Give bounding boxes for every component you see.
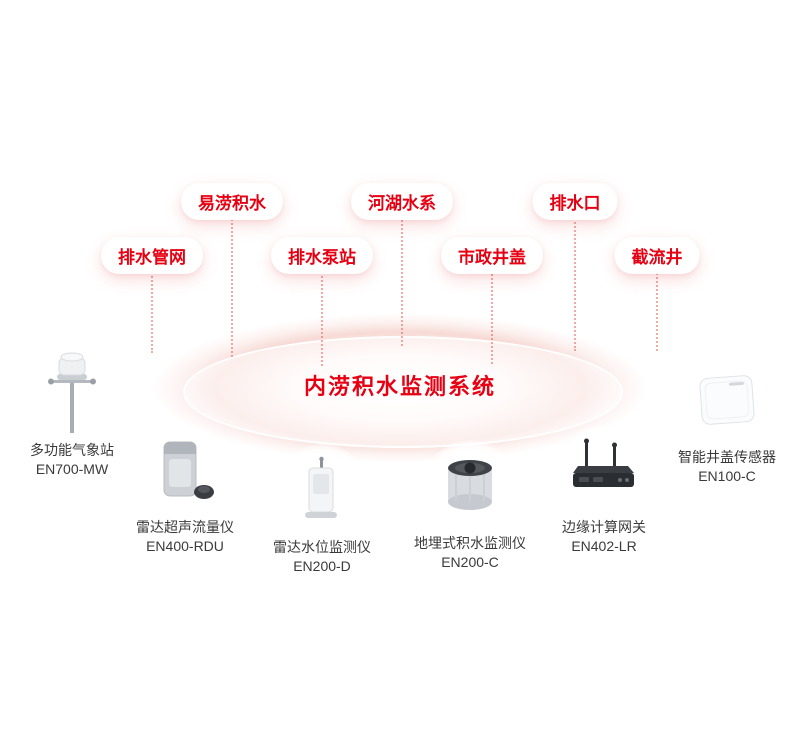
device-weather-station: 多功能气象站 EN700-MW: [0, 347, 147, 479]
device-manhole-sensor: 智能井盖传感器 EN100-C: [652, 354, 800, 486]
device-buried-monitor: 地埋式积水监测仪 EN200-C: [395, 440, 545, 572]
device-name: 雷达超声流量仪: [136, 519, 234, 535]
center-ellipse-ring: [183, 336, 623, 448]
device-name: 边缘计算网关: [562, 519, 646, 535]
category-pill-flood-prone-water: 易涝积水: [181, 183, 283, 220]
device-name: 地埋式积水监测仪: [414, 535, 526, 551]
device-model: EN100-C: [698, 468, 756, 484]
connector-dotted-line: [574, 215, 576, 351]
connector-dotted-line: [401, 215, 403, 346]
device-model: EN200-D: [293, 558, 351, 574]
category-pill-river-lake: 河湖水系: [351, 183, 453, 220]
connector-dotted-line: [491, 269, 493, 364]
connector-dotted-line: [656, 269, 658, 351]
device-model: EN200-C: [441, 554, 499, 570]
device-model: EN400-RDU: [146, 538, 224, 554]
device-model: EN402-LR: [571, 538, 637, 554]
device-name: 雷达水位监测仪: [273, 539, 371, 555]
connector-dotted-line: [321, 269, 323, 366]
flow-meter-icon: [138, 424, 232, 518]
device-water-level-meter: 雷达水位监测仪 EN200-D: [247, 444, 397, 576]
manhole-sensor-icon: [680, 354, 774, 448]
device-flow-meter: 雷达超声流量仪 EN400-RDU: [110, 424, 260, 556]
category-pill-drainage-network: 排水管网: [101, 237, 203, 274]
system-title: 内涝积水监测系统: [303, 374, 497, 399]
category-pill-drain-outlet: 排水口: [532, 183, 618, 220]
device-name: 智能井盖传感器: [678, 449, 776, 465]
weather-station-icon: [25, 347, 119, 441]
device-edge-gateway: 边缘计算网关 EN402-LR: [529, 424, 679, 556]
category-pill-pump-station: 排水泵站: [271, 237, 373, 274]
device-model: EN700-MW: [35, 461, 109, 477]
category-pill-municipal-manhole: 市政井盖: [441, 237, 543, 274]
edge-gateway-icon: [557, 424, 651, 518]
buried-monitor-icon: [423, 440, 517, 534]
water-level-meter-icon: [275, 444, 369, 538]
category-pill-interception-well: 截流井: [614, 237, 700, 274]
connector-dotted-line: [151, 269, 153, 353]
connector-dotted-line: [231, 215, 233, 357]
device-name: 多功能气象站: [30, 442, 114, 458]
